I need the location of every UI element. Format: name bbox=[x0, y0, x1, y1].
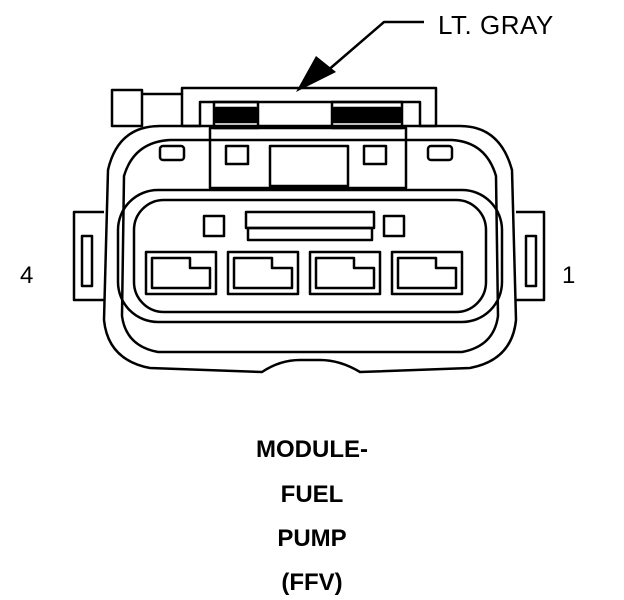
cavity-window bbox=[132, 198, 488, 314]
cavity-frame bbox=[116, 188, 504, 324]
side-rib-right bbox=[516, 210, 546, 302]
pin-number-right: 1 bbox=[562, 262, 576, 289]
side-rib-left-tab bbox=[80, 234, 94, 288]
caption-line-4: (FFV) bbox=[281, 569, 343, 596]
terminal-cavity-3 bbox=[226, 250, 300, 296]
caption-line-1: MODULE- bbox=[256, 436, 368, 463]
terminal-cavity-2 bbox=[308, 250, 382, 296]
pin-number-left: 4 bbox=[20, 262, 34, 289]
terminal-cavity-4 bbox=[144, 250, 218, 296]
caption-line-3: PUMP bbox=[277, 525, 347, 552]
lock-tab bbox=[208, 100, 408, 190]
polarizing-bar bbox=[202, 210, 406, 242]
latch-knob-left bbox=[110, 88, 184, 128]
caption-line-2: FUEL bbox=[280, 481, 344, 508]
wire-color-label: LT. GRAY bbox=[438, 10, 554, 40]
small-tab-right bbox=[426, 144, 454, 162]
callout-arrow bbox=[296, 56, 336, 92]
side-rib-right-tab bbox=[524, 234, 538, 288]
inner-housing bbox=[120, 138, 500, 354]
side-rib-left bbox=[72, 210, 104, 302]
terminal-cavity-1 bbox=[390, 250, 464, 296]
small-tab-left bbox=[158, 144, 186, 162]
callout-leader bbox=[325, 20, 424, 73]
outer-housing bbox=[102, 124, 518, 374]
